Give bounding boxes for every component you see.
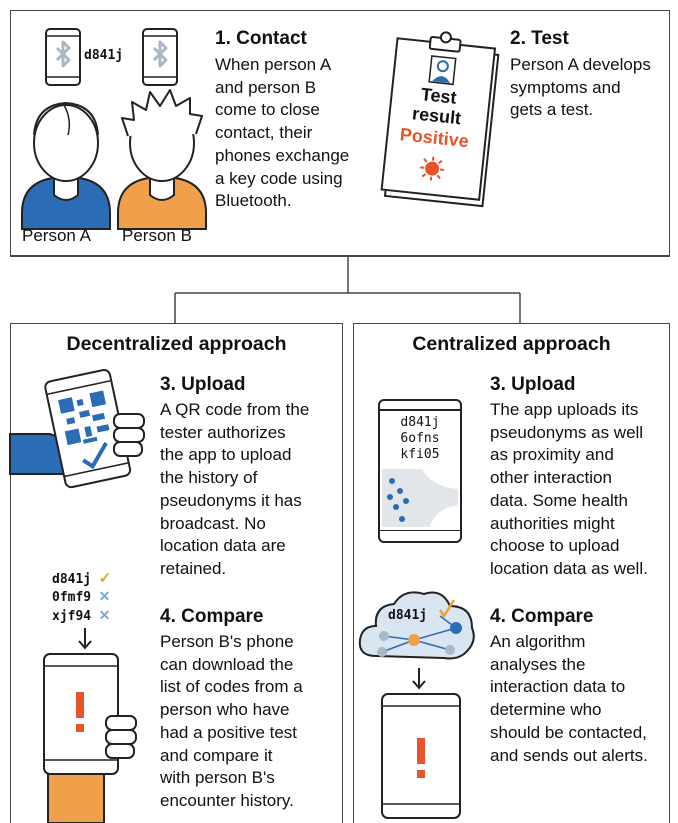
- cen-compare-line: and sends out alerts.: [490, 745, 648, 765]
- code-value: 0fmf9: [52, 590, 92, 605]
- phone-b-icon: [142, 28, 178, 86]
- cen-upload-line: pseudonyms as well: [490, 422, 644, 442]
- user-icon: [428, 55, 457, 86]
- top-panel: [10, 10, 670, 256]
- check-icon: ✓: [98, 570, 112, 587]
- phone-code: kfi05: [400, 447, 440, 462]
- dec-upload-line: location data are: [160, 536, 286, 556]
- person-a-icon: [21, 101, 111, 230]
- down-arrow-icon: [78, 628, 92, 650]
- contact-line: a key code using: [215, 168, 343, 188]
- dec-compare-line: and compare it: [160, 745, 273, 765]
- dec-upload-line: the app to upload: [160, 445, 292, 465]
- dec-upload-title: 3. Upload: [160, 374, 246, 395]
- cen-upload-line: data. Some health: [490, 490, 628, 510]
- centralized-panel: [353, 323, 670, 823]
- cen-upload-text: The app uploads its pseudonyms as well a…: [490, 399, 670, 581]
- centralized-header: Centralized approach: [412, 333, 611, 355]
- down-arrow-icon: [412, 668, 426, 690]
- code-row: d841j ✓: [52, 569, 111, 588]
- contact-line: Bluetooth.: [215, 191, 292, 211]
- cen-upload-line: location data as well.: [490, 558, 648, 578]
- cen-upload-line: other interaction: [490, 468, 612, 488]
- dec-upload-line: A QR code from the: [160, 400, 310, 419]
- code-value: xjf94: [52, 609, 92, 624]
- dec-compare-line: person who have: [160, 700, 290, 720]
- dec-upload-line: retained.: [160, 558, 227, 578]
- contact-text: When person A and person B come to close…: [215, 54, 385, 213]
- qr-phone-hand-icon: [9, 368, 145, 489]
- exchanged-code: d841j: [84, 48, 124, 63]
- dec-upload-line: pseudonyms it has: [160, 490, 302, 510]
- dec-compare-text: Person B's phone can download the list o…: [160, 631, 340, 813]
- cen-upload-line: The app uploads its: [490, 400, 639, 419]
- test-text: Person A develops symptoms and gets a te…: [510, 54, 670, 122]
- dec-compare-line: can download the: [160, 654, 294, 674]
- cross-icon: ✕: [98, 607, 111, 623]
- contact-line: contact, their: [215, 123, 313, 143]
- dec-upload-line: broadcast. No: [160, 513, 266, 533]
- test-result-card: Test result Positive: [380, 31, 500, 208]
- branch-connector: [174, 256, 521, 324]
- test-line: Person A develops: [510, 55, 651, 74]
- phone-divider-bottom: [380, 529, 460, 531]
- code-row: 0fmf9 ✕: [52, 588, 111, 607]
- cen-compare-line: determine who: [490, 700, 602, 720]
- code-value: d841j: [52, 572, 92, 587]
- phone-divider-top: [380, 409, 460, 411]
- cloud-network-icon: [358, 591, 475, 660]
- cen-compare-text: An algorithm analyses the interaction da…: [490, 631, 670, 767]
- contact-line: come to close: [215, 100, 320, 120]
- dec-compare-line: encounter history.: [160, 790, 294, 810]
- cen-compare-line: analyses the: [490, 654, 586, 674]
- clip-icon: [428, 31, 462, 53]
- code-list: d841j ✓ 0fmf9 ✕ xjf94 ✕: [52, 569, 111, 626]
- decentralized-panel: [10, 323, 343, 823]
- dec-upload-line: the history of: [160, 468, 258, 488]
- person-b-label: Person B: [122, 226, 192, 245]
- decentralized-header: Decentralized approach: [66, 333, 287, 355]
- upload-phone: d841j 6ofns kfi05: [378, 399, 462, 543]
- cen-upload-line: as proximity and: [490, 445, 614, 465]
- dec-compare-line: Person B's phone: [160, 632, 294, 651]
- virus-icon: [420, 156, 445, 181]
- cen-compare-line: interaction data to: [490, 677, 626, 697]
- cross-icon: ✕: [98, 588, 111, 604]
- top-panel-bottom-border: [10, 255, 670, 257]
- cen-compare-line: An algorithm: [490, 632, 586, 651]
- cen-compare-line: should be contacted,: [490, 722, 647, 742]
- dec-upload-text: A QR code from the tester authorizes the…: [160, 399, 340, 581]
- test-line: symptoms and: [510, 77, 621, 97]
- phone-a-icon: [45, 28, 81, 86]
- dec-compare-line: had a positive test: [160, 722, 298, 742]
- dec-upload-line: tester authorizes: [160, 422, 286, 442]
- cen-compare-title: 4. Compare: [490, 606, 594, 627]
- alert-phone-hand-icon: [43, 653, 137, 823]
- alert-phone-icon: [381, 693, 461, 819]
- contact-line: and person B: [215, 77, 317, 97]
- dec-compare-title: 4. Compare: [160, 606, 264, 627]
- test-title: 2. Test: [510, 28, 569, 49]
- cen-upload-line: authorities might: [490, 513, 615, 533]
- phone-codes: d841j 6ofns kfi05: [380, 415, 460, 463]
- test-line: gets a test.: [510, 100, 594, 120]
- cen-upload-line: choose to upload: [490, 536, 620, 556]
- location-map-icon: [382, 469, 458, 527]
- cloud-code: d841j: [388, 608, 428, 623]
- code-row: xjf94 ✕: [52, 607, 111, 626]
- contact-line: phones exchange: [215, 145, 350, 165]
- cen-upload-title: 3. Upload: [490, 374, 576, 395]
- person-b-icon: [117, 89, 207, 230]
- contact-title: 1. Contact: [215, 28, 307, 49]
- dec-compare-line: with person B's: [160, 768, 275, 788]
- person-a-label: Person A: [22, 226, 91, 245]
- contact-line: When person A: [215, 55, 332, 74]
- phone-code: 6ofns: [400, 431, 440, 446]
- phone-code: d841j: [400, 415, 440, 430]
- dec-compare-line: list of codes from a: [160, 677, 303, 697]
